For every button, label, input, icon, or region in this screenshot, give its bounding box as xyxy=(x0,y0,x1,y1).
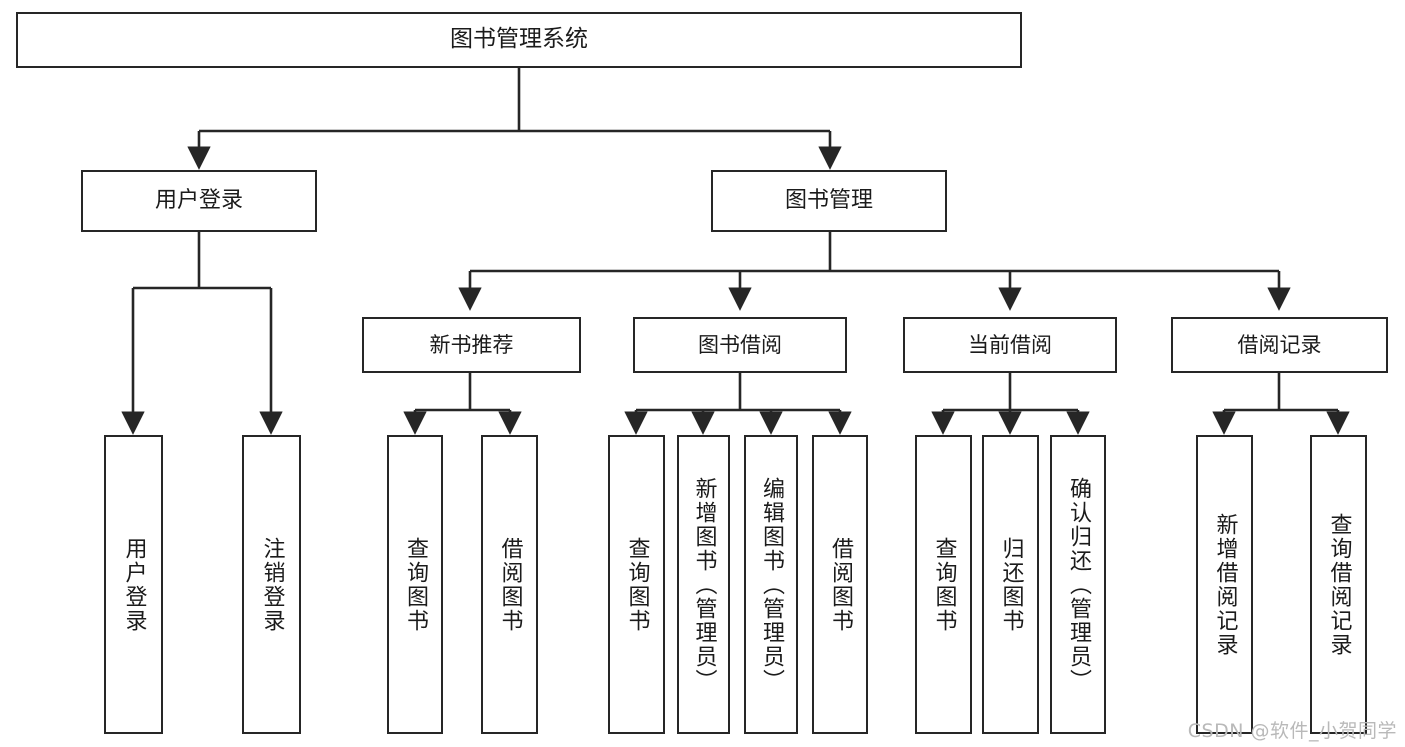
node-leaf-confirm-return-admin[interactable]: 确认归还（管理员） xyxy=(1050,435,1106,734)
node-leaf-user-login[interactable]: 用户登录 xyxy=(104,435,163,734)
node-leaf-query-book-current[interactable]: 查询图书 xyxy=(915,435,972,734)
node-leaf-borrow-book-recommend[interactable]: 借阅图书 xyxy=(481,435,538,734)
node-label: 图书借阅 xyxy=(698,332,782,357)
node-label: 新增图书（管理员） xyxy=(691,476,717,693)
node-label: 借阅图书 xyxy=(827,536,853,633)
node-label: 新增借阅记录 xyxy=(1212,512,1238,657)
node-leaf-query-borrow-record[interactable]: 查询借阅记录 xyxy=(1310,435,1367,734)
node-label: 用户登录 xyxy=(154,188,243,214)
node-label: 当前借阅 xyxy=(968,332,1052,357)
node-label: 用户登录 xyxy=(121,536,147,633)
node-label: 查询图书 xyxy=(931,536,957,633)
node-current-borrow[interactable]: 当前借阅 xyxy=(903,317,1117,373)
node-label: 归还图书 xyxy=(998,536,1024,633)
node-leaf-logout-login[interactable]: 注销登录 xyxy=(242,435,301,734)
node-book-borrow[interactable]: 图书借阅 xyxy=(633,317,847,373)
node-leaf-add-book-admin[interactable]: 新增图书（管理员） xyxy=(677,435,730,734)
node-label: 查询借阅记录 xyxy=(1326,512,1352,657)
node-label: 确认归还（管理员） xyxy=(1065,476,1091,693)
node-label: 新书推荐 xyxy=(429,332,514,357)
node-root-system[interactable]: 图书管理系统 xyxy=(16,12,1022,68)
node-label: 编辑图书（管理员） xyxy=(758,476,784,693)
node-label: 图书管理系统 xyxy=(450,26,588,53)
node-leaf-add-borrow-record[interactable]: 新增借阅记录 xyxy=(1196,435,1253,734)
node-leaf-return-book[interactable]: 归还图书 xyxy=(982,435,1039,734)
node-leaf-edit-book-admin[interactable]: 编辑图书（管理员） xyxy=(744,435,798,734)
node-label: 借阅记录 xyxy=(1237,332,1322,357)
node-leaf-borrow-book-borrow[interactable]: 借阅图书 xyxy=(812,435,868,734)
node-leaf-query-book-borrow[interactable]: 查询图书 xyxy=(608,435,665,734)
node-label: 注销登录 xyxy=(259,536,285,633)
node-leaf-query-book-recommend[interactable]: 查询图书 xyxy=(387,435,443,734)
node-label: 查询图书 xyxy=(624,536,650,633)
node-new-book-recommend[interactable]: 新书推荐 xyxy=(362,317,581,373)
node-label: 查询图书 xyxy=(402,536,428,633)
node-user-login[interactable]: 用户登录 xyxy=(81,170,317,232)
node-borrow-record[interactable]: 借阅记录 xyxy=(1171,317,1388,373)
node-label: 借阅图书 xyxy=(497,536,523,633)
node-label: 图书管理 xyxy=(784,188,873,214)
node-book-management[interactable]: 图书管理 xyxy=(711,170,947,232)
csdn-watermark: CSDN @软件_小贺同学 xyxy=(1187,720,1397,742)
